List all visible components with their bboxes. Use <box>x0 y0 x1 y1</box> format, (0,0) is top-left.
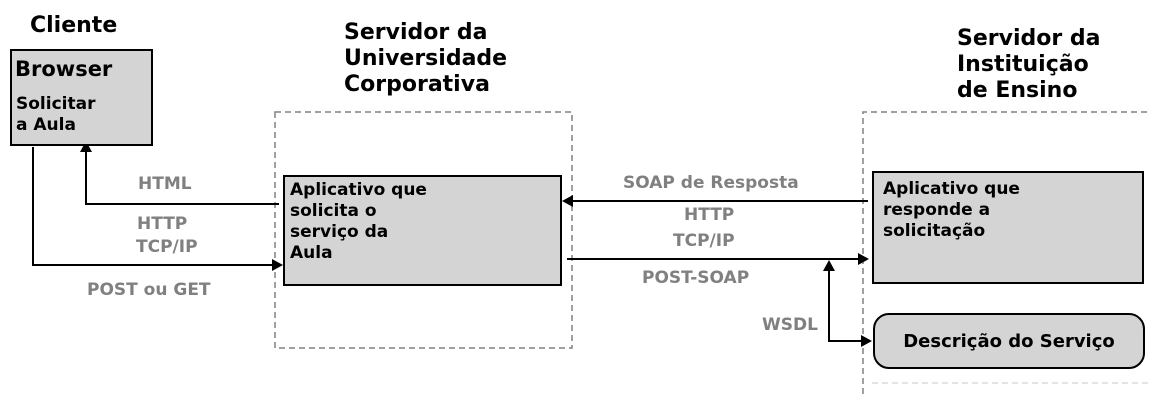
soap-response-label: SOAP de Resposta <box>623 173 799 193</box>
post-soap-request-arrowhead <box>858 253 869 265</box>
html-response-arrowhead <box>80 141 92 152</box>
institution-app-box: Aplicativo que responde a solicitação <box>872 171 1144 284</box>
browser-action-line-2: a Aula <box>16 115 76 135</box>
html-label: HTML <box>138 174 192 194</box>
institution-server-heading-line-3: de Ensino <box>957 78 1078 103</box>
institution-server-heading-line-1: Servidor da <box>957 26 1101 51</box>
corporate-server-heading-line-1: Servidor da <box>344 20 488 45</box>
institution-server-heading: Servidor da Instituição de Ensino <box>957 26 1100 104</box>
http-left-label: HTTP <box>137 214 188 234</box>
tcpip-right-label: TCP/IP <box>673 231 735 251</box>
post-soap-label: POST-SOAP <box>642 268 750 288</box>
wsdl-right-arrowhead <box>861 335 872 347</box>
html-response-line <box>85 148 279 205</box>
corporate-app-text: Aplicativo que solicita o serviço da Aul… <box>290 180 427 264</box>
service-description-label: Descrição do Serviço <box>903 330 1115 352</box>
corporate-app-line-4: Aula <box>290 243 333 263</box>
tcpip-left-label: TCP/IP <box>136 237 198 257</box>
corporate-app-box: Aplicativo que solicita o serviço da Aul… <box>283 175 562 286</box>
wsdl-link-line <box>828 269 865 342</box>
browser-action-text: Solicitar a Aula <box>16 94 95 136</box>
browser-box: Browser Solicitar a Aula <box>10 49 153 146</box>
institution-app-text: Aplicativo que responde a solicitação <box>883 179 1020 242</box>
soap-response-arrowhead <box>562 195 573 207</box>
institution-app-line-1: Aplicativo que <box>883 179 1020 199</box>
client-heading: Cliente <box>30 13 118 38</box>
institution-server-frame <box>862 111 1151 394</box>
corporate-server-heading-line-2: Universidade <box>344 46 508 71</box>
http-right-label: HTTP <box>684 205 735 225</box>
wsdl-label: WSDL <box>762 315 818 335</box>
browser-action-line-1: Solicitar <box>16 94 96 114</box>
post-get-label: POST ou GET <box>87 280 211 300</box>
institution-app-line-2: responde a <box>883 200 991 220</box>
corporate-server-frame <box>274 111 573 349</box>
institution-app-line-3: solicitação <box>883 221 986 241</box>
institution-server-heading-line-2: Instituição <box>957 52 1089 77</box>
browser-title: Browser <box>15 57 113 81</box>
service-description-box: Descrição do Serviço <box>873 313 1145 369</box>
corporate-server-heading-line-3: Corporativa <box>344 72 490 97</box>
corporate-app-line-2: solicita o <box>290 201 377 221</box>
corporate-app-line-1: Aplicativo que <box>290 180 427 200</box>
corporate-server-heading: Servidor da Universidade Corporativa <box>344 20 507 98</box>
post-get-request-arrowhead <box>272 259 283 271</box>
wsdl-up-arrowhead <box>823 260 835 271</box>
post-get-request-line <box>32 147 276 266</box>
corporate-app-line-3: serviço da <box>290 222 389 242</box>
